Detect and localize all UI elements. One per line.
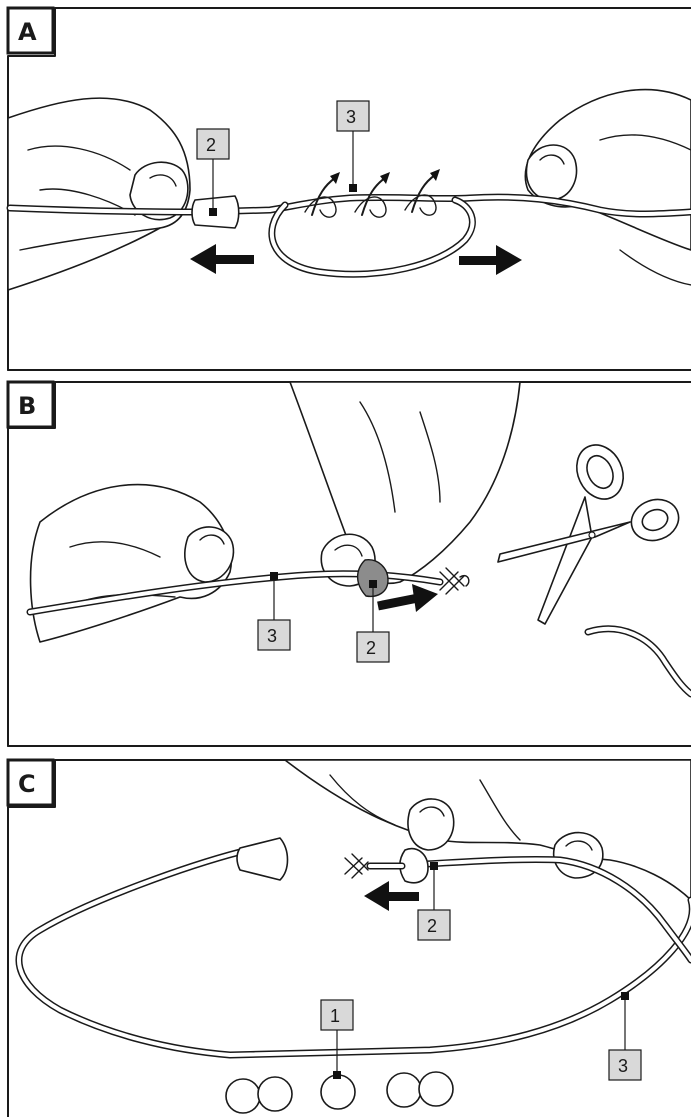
- panel-letter: B: [18, 392, 36, 420]
- left-hand: [31, 485, 234, 642]
- callout-3: 3: [258, 572, 290, 650]
- panel-letter: A: [18, 18, 37, 46]
- pull-arrow-right: [378, 584, 438, 612]
- svg-text:3: 3: [618, 1056, 628, 1076]
- svg-text:3: 3: [346, 107, 356, 127]
- panel-b: B: [0, 372, 691, 750]
- svg-text:2: 2: [206, 135, 216, 155]
- knot: [440, 568, 469, 594]
- cord-end-stopper: [237, 838, 288, 880]
- cord-stopper: [345, 849, 428, 883]
- svg-text:1: 1: [330, 1006, 340, 1026]
- callout-3: 3: [337, 101, 369, 192]
- callout-1: 1: [321, 1000, 353, 1079]
- left-hand: [8, 98, 190, 290]
- scissors-icon: [498, 437, 684, 624]
- callout-2: 2: [357, 580, 389, 662]
- pull-arrow-left: [190, 244, 254, 274]
- svg-text:3: 3: [267, 626, 277, 646]
- cut-cord-piece: [588, 629, 691, 694]
- right-hand: [290, 382, 520, 586]
- callout-3: 3: [609, 992, 641, 1080]
- panel-c: C 2: [0, 750, 691, 1117]
- pull-arrow-left: [364, 881, 419, 911]
- cord: [19, 852, 691, 1055]
- pull-arrow-right: [459, 245, 522, 275]
- hands: [285, 760, 691, 900]
- svg-text:2: 2: [427, 916, 437, 936]
- svg-text:2: 2: [366, 638, 376, 658]
- panel-letter: C: [18, 770, 36, 798]
- panel-a: A: [0, 0, 691, 372]
- right-hand: [525, 90, 691, 285]
